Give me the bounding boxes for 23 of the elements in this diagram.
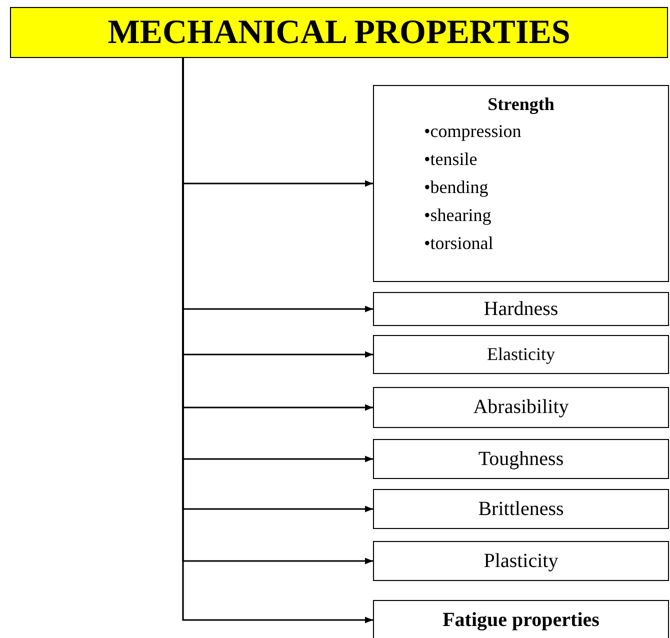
title-text: MECHANICAL PROPERTIES <box>108 14 570 52</box>
box-label: Brittleness <box>478 498 564 520</box>
property-box <box>373 387 669 428</box>
list-item: •shearing <box>424 204 492 227</box>
property-box <box>373 541 669 581</box>
property-box <box>373 335 669 374</box>
property-box <box>373 439 669 479</box>
box-heading: Fatigue properties <box>442 608 600 632</box>
list-item: •tensile <box>424 148 478 171</box>
box-label: Elasticity <box>487 344 555 365</box>
list-item: •torsional <box>424 232 494 255</box>
list-item: •bending <box>424 176 488 199</box>
list-item: •compression <box>424 120 522 143</box>
property-box <box>373 292 669 326</box>
property-box <box>373 489 669 529</box>
box-label: Plasticity <box>484 550 558 572</box>
title-banner <box>10 7 668 58</box>
property-box <box>373 85 669 282</box>
box-label: Toughness <box>478 448 564 470</box>
box-label: Abrasibility <box>473 396 569 419</box>
box-heading: Strength <box>488 94 554 115</box>
property-box <box>373 600 669 638</box>
box-label: Hardness <box>484 298 558 320</box>
